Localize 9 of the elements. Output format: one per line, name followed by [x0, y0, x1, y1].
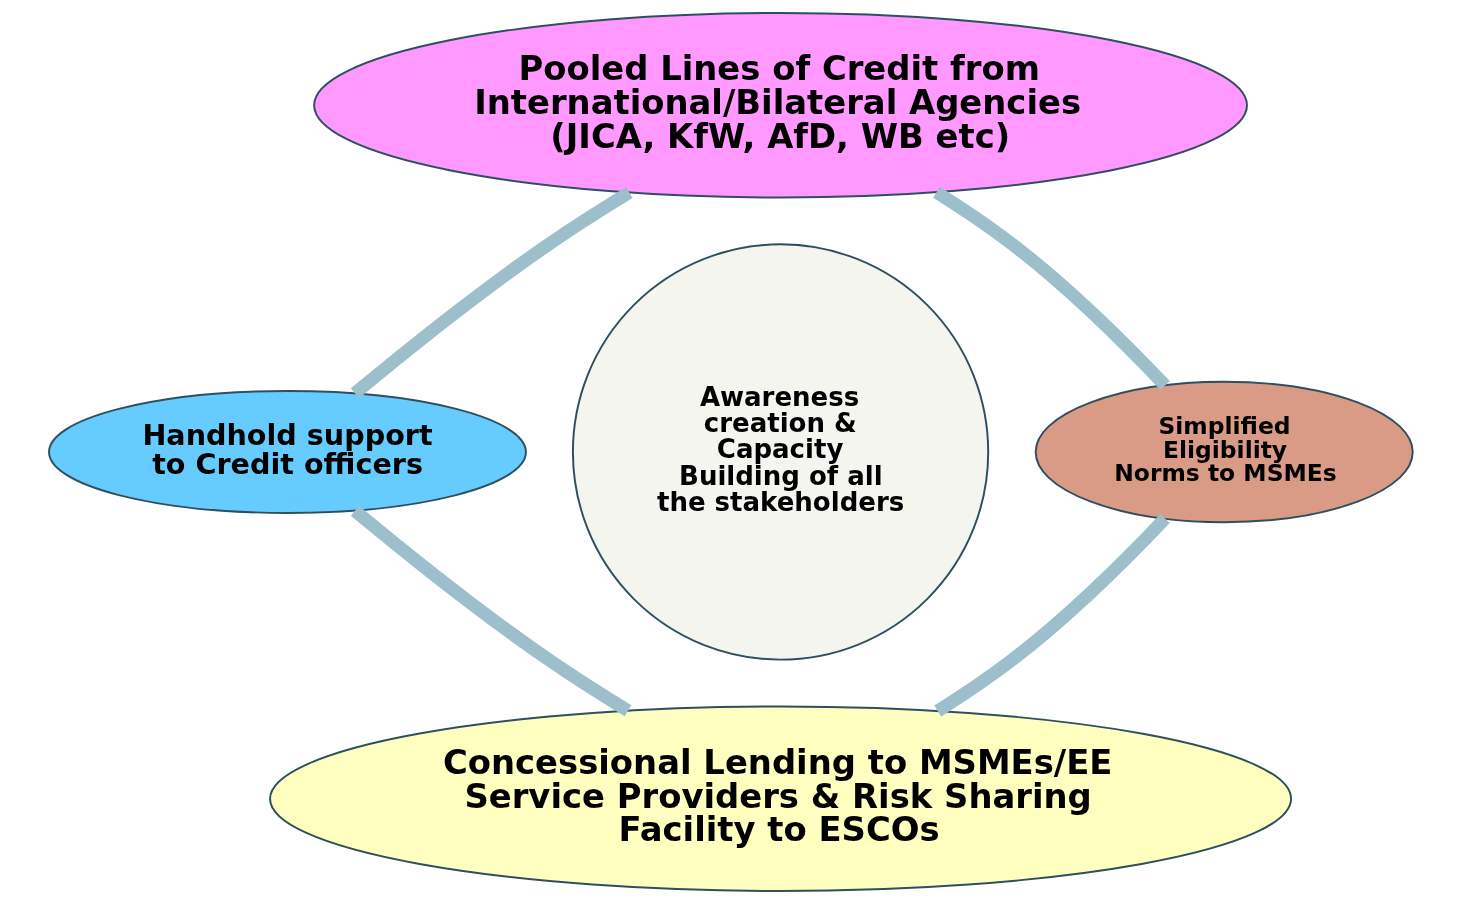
node-ellipse: Concessional Lending to MSMEs/EE Service Providers & Risk Sharing Facility to ESCOs: [268, 705, 1292, 892]
node-ellipse: Handhold support to Credit officers: [47, 390, 527, 514]
node-ellipse: Simplified Eligibility Norms to MSMEs: [1034, 380, 1414, 524]
node-circle: Awareness creation & Capacity Building of all the stakeholders: [571, 243, 989, 661]
node-ellipse: Pooled Lines of Credit from International/Bilateral Agencies (JICA, KfW, AfD, WB etc): [312, 12, 1248, 199]
connector: [932, 186, 1170, 391]
connector: [933, 513, 1170, 717]
connector: [350, 186, 633, 399]
connector: [350, 505, 631, 717]
